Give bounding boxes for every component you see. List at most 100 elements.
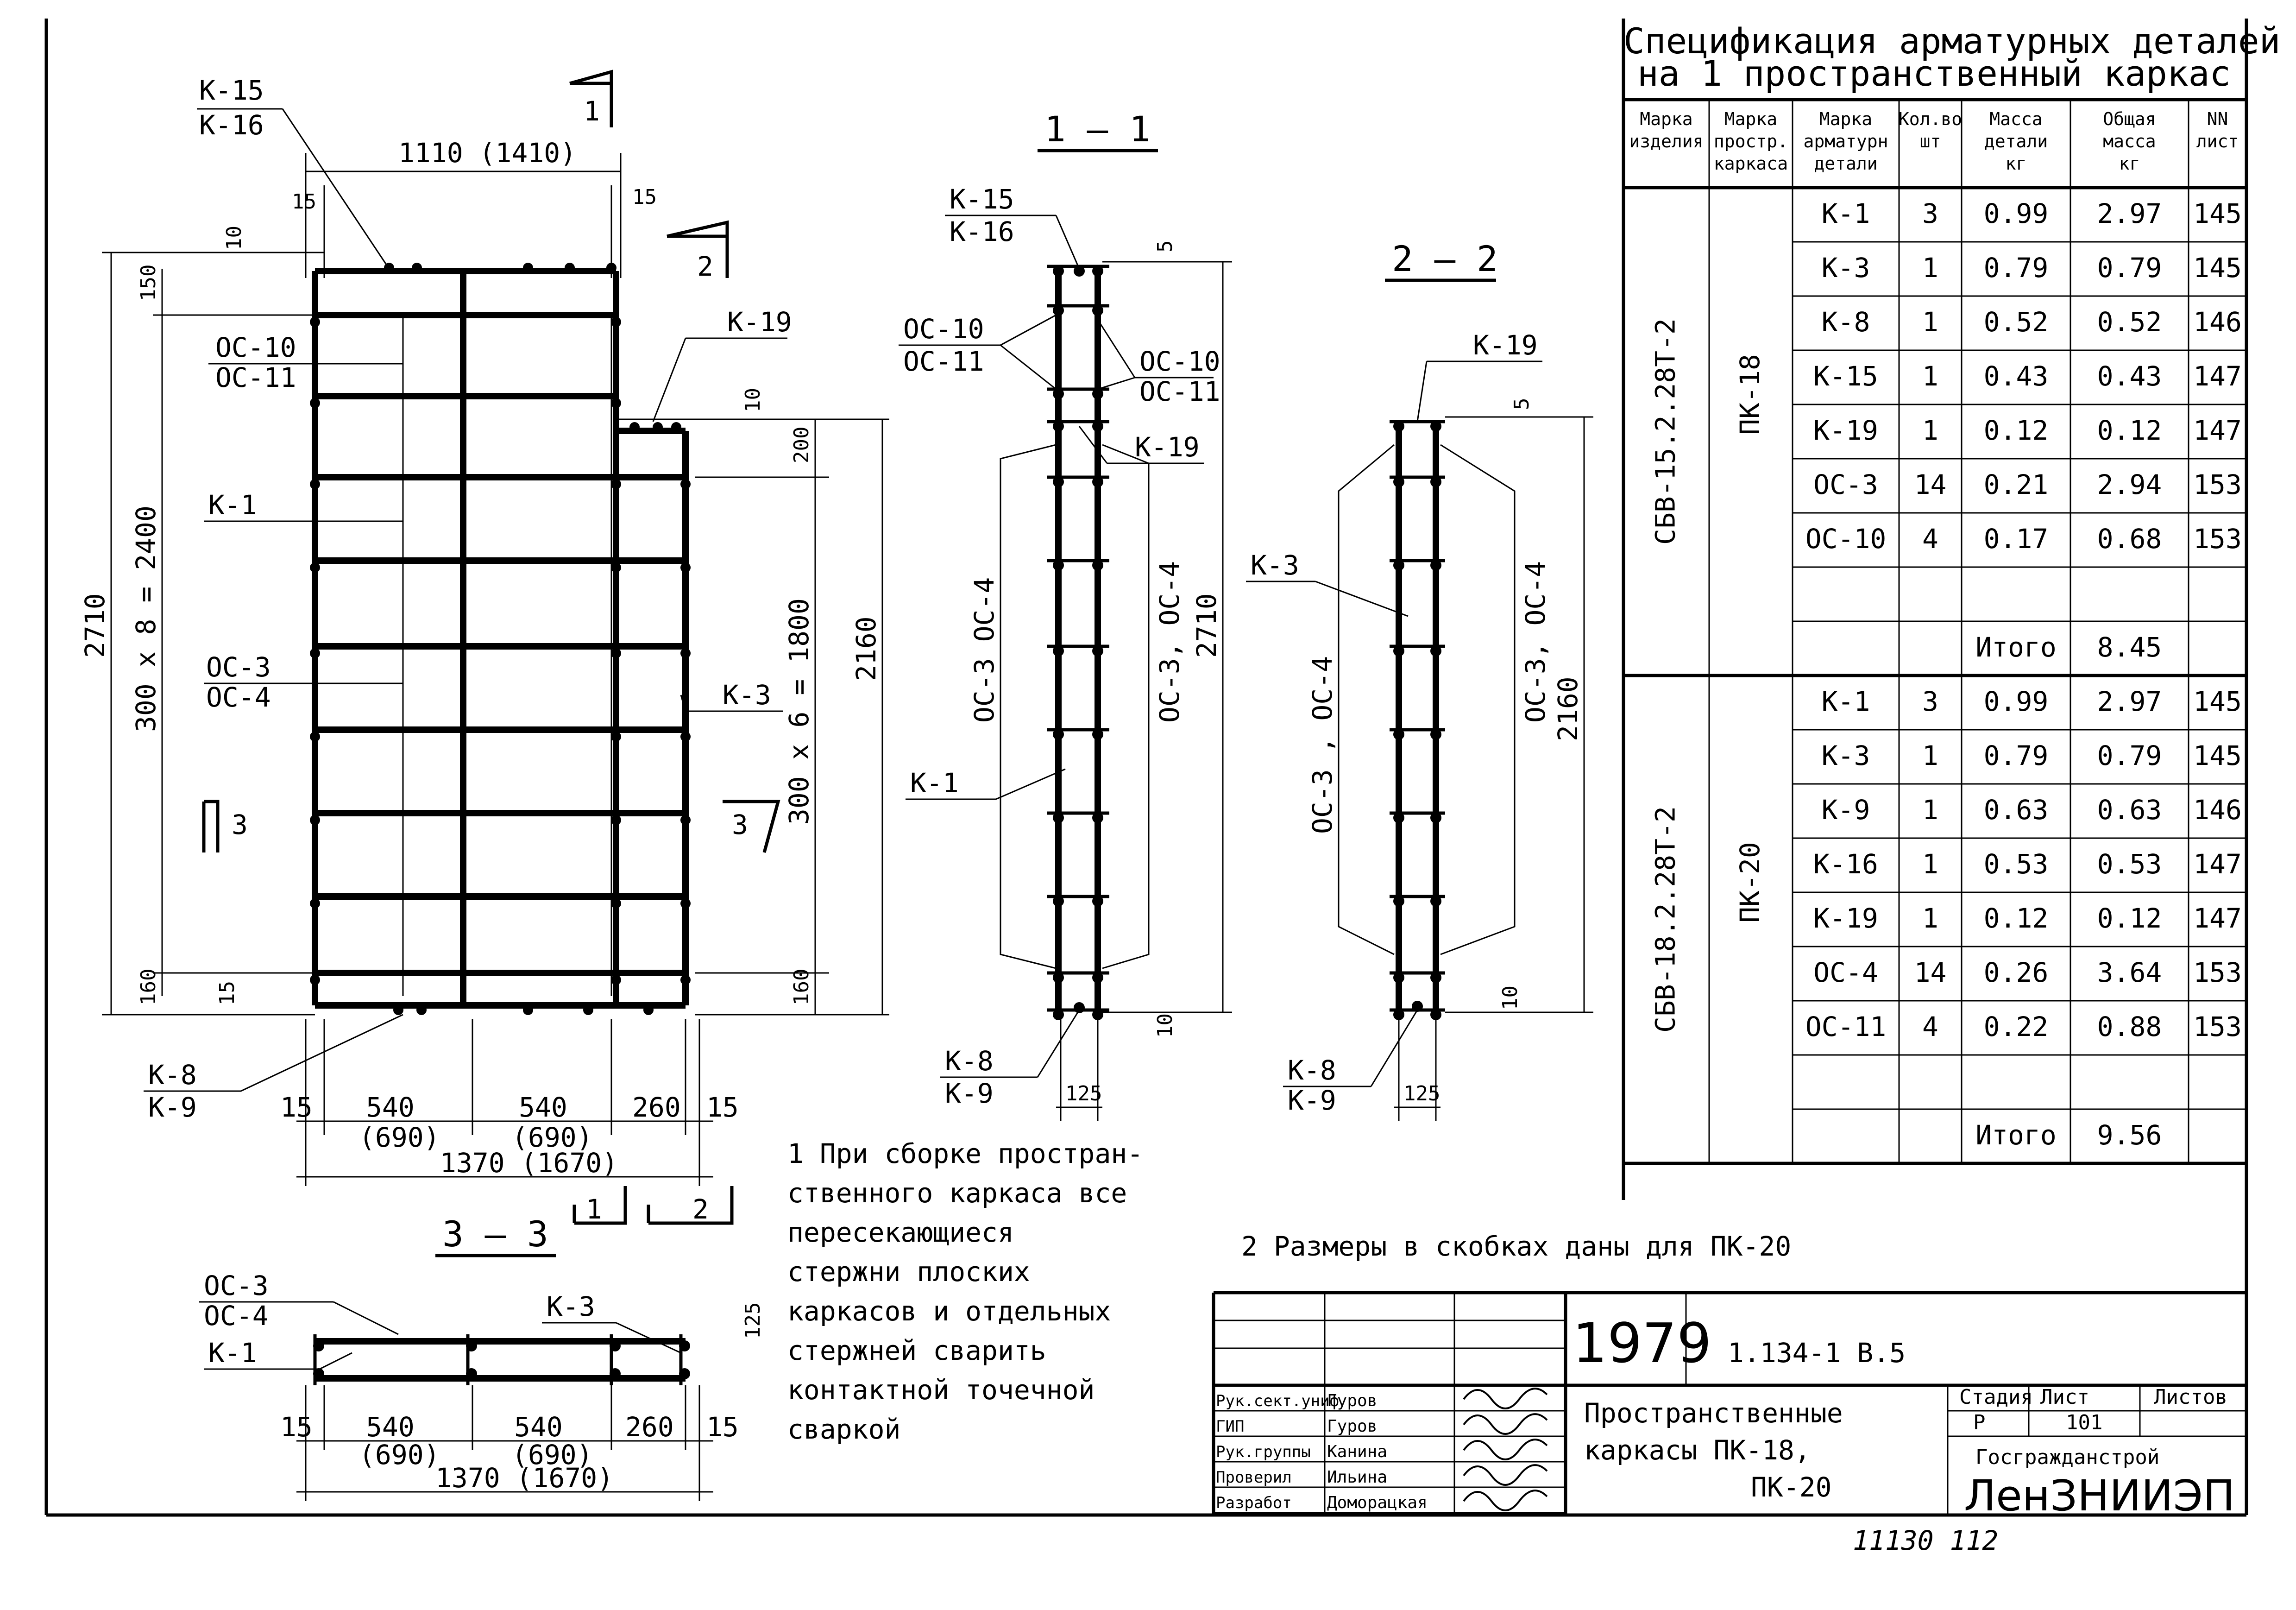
s1-dot <box>1053 812 1064 823</box>
s1-k16-label: К-16 <box>950 216 1014 247</box>
s1-os11-left: ОС-11 <box>903 346 984 377</box>
s3-dot <box>313 1340 324 1351</box>
front-top-dot <box>629 422 640 432</box>
spec-cell-mass: 0.12 <box>1984 903 2049 934</box>
spec-header-mark_frame: простр. <box>1714 131 1788 152</box>
spec-cell-sheet: 146 <box>2193 794 2242 826</box>
spec-cell-sheet: 147 <box>2193 903 2242 934</box>
s2-dim-125: 125 <box>1403 1082 1440 1105</box>
spec-cell-mark: К-19 <box>1813 903 1878 934</box>
spec-cell-total: 0.88 <box>2097 1011 2162 1042</box>
tb-sheets-label: Листов <box>2154 1385 2227 1409</box>
s2-dot <box>1430 560 1441 571</box>
s2-k8-label: К-8 <box>1288 1054 1336 1086</box>
spec-title-2: на 1 пространственный каркас <box>1637 53 2231 94</box>
spec-total-value: 8.45 <box>2097 631 2162 663</box>
spec-cell-sheet: 147 <box>2193 848 2242 880</box>
spec-cell-sheet: 145 <box>2193 198 2242 229</box>
tb-sheet: 101 <box>2066 1411 2102 1434</box>
spec-cell-qty: 4 <box>1922 1011 1938 1042</box>
s1-dot <box>1092 421 1103 432</box>
s1-k1-leader <box>995 768 1066 800</box>
s2-dot <box>1393 1009 1404 1020</box>
spec-header-mark_detail: арматурн <box>1803 131 1888 152</box>
spec-header-mass: Масса <box>1989 109 2042 129</box>
front-weld-dot <box>310 648 320 658</box>
spec-cell-qty: 1 <box>1922 415 1938 446</box>
front-bottom-dot <box>523 1005 533 1015</box>
spec-cell-total: 2.94 <box>2097 469 2162 500</box>
front-weld-dot <box>310 815 320 825</box>
front-bdim-1: 540 <box>366 1092 415 1123</box>
tb-role: Рук.сект.униф <box>1216 1392 1339 1410</box>
front-k19-label: К-19 <box>727 306 792 338</box>
spec-cell-qty: 1 <box>1922 903 1938 934</box>
front-dim-10-top: 10 <box>222 226 246 250</box>
title-block: 1979 1.134-1 В.5 Рук.сект.унифГИПРук.гру… <box>1212 1291 2246 1556</box>
cut-1-top-marker <box>569 69 613 127</box>
spec-cell-total: 0.68 <box>2097 523 2162 555</box>
s2-dim-10: 10 <box>1498 985 1522 1010</box>
s1-dot <box>1053 1009 1064 1020</box>
s1-os10-left-leader-b <box>1000 344 1057 390</box>
front-bottom-dot <box>583 1005 593 1015</box>
s2-dot <box>1430 421 1441 432</box>
spec-cell-mark: К-3 <box>1822 740 1870 771</box>
s1-k15-label: К-15 <box>950 183 1014 215</box>
spec-header-mark_detail: детали <box>1814 153 1877 174</box>
s3-os4-label: ОС-4 <box>204 1300 269 1332</box>
section-1-bars <box>1047 265 1109 1020</box>
tb-name: Ильина <box>1327 1468 1387 1487</box>
s2-right-bracket <box>1440 444 1516 955</box>
front-dim-main-text: 300 x 8 = 2400 <box>130 505 162 732</box>
s3-os3-label: ОС-3 <box>204 1270 269 1301</box>
section-1-1: 1 — 1 К-15 К-16 ОС-10 ОС-11 ОС-10 ОС-11 … <box>899 108 1232 1121</box>
s3-dot <box>610 1368 621 1379</box>
spec-cell-qty: 14 <box>1914 957 1947 988</box>
spec-cell-mass: 0.22 <box>1984 1011 2049 1042</box>
spec-cell-mark: ОС-4 <box>1813 957 1878 988</box>
spec-cell-mark: К-15 <box>1813 360 1878 392</box>
front-weld-dot <box>680 975 691 985</box>
note-1-line: стержней сварить <box>787 1335 1046 1366</box>
s1-dot <box>1092 1009 1103 1020</box>
s3-k3-leader <box>616 1322 681 1354</box>
s1-os10-right-leader-a <box>1097 319 1136 378</box>
spec-cell-mass: 0.79 <box>1984 740 2049 771</box>
spec-cell-mark: К-8 <box>1822 306 1870 338</box>
note-1-line: пересекающиеся <box>787 1217 1014 1248</box>
s1-k8-label: К-8 <box>945 1045 994 1077</box>
spec-cell-mark: К-1 <box>1822 686 1870 717</box>
front-bottom-dot <box>416 1005 427 1015</box>
spec-cell-total: 0.52 <box>2097 306 2162 338</box>
spec-frame-mark: ПК-20 <box>1734 842 1766 923</box>
front-weld-dot <box>310 317 320 327</box>
front-weld-dot <box>310 975 320 985</box>
tb-title-line: каркасы ПК-18, <box>1584 1434 1811 1466</box>
front-os10-label: ОС-10 <box>215 332 296 363</box>
spec-header-mass: кг <box>2006 153 2027 174</box>
s1-k19-label: К-19 <box>1135 431 1200 463</box>
s1-os11-right: ОС-11 <box>1139 376 1220 407</box>
s2-dot <box>1430 645 1441 657</box>
s3-k1-label: К-1 <box>208 1337 257 1369</box>
s1-dot <box>1053 972 1064 983</box>
cut-1-top-label: 1 <box>584 95 600 127</box>
s1-os10-left-leader-a <box>1000 314 1057 346</box>
front-bdim-alt-1: (690) <box>359 1122 440 1153</box>
front-weld-dot <box>680 732 691 742</box>
section-1-title: 1 — 1 <box>1044 108 1151 150</box>
tb-footer: 11130 112 <box>1853 1525 1998 1556</box>
s1-dot <box>1053 476 1064 487</box>
front-weld-dot <box>611 317 621 327</box>
s3-bdim-0: 15 <box>280 1411 313 1443</box>
s2-k3-leader <box>1315 581 1409 617</box>
tb-name: Гуров <box>1327 1391 1377 1410</box>
front-dim-15-left: 15 <box>292 190 316 214</box>
tb-name: Доморацкая <box>1327 1493 1428 1512</box>
spec-header-qty: шт <box>1920 131 1941 152</box>
s3-bdim-4: 15 <box>706 1411 739 1443</box>
tb-code: 1.134-1 В.5 <box>1728 1337 1906 1369</box>
spec-cell-qty: 14 <box>1914 469 1947 500</box>
